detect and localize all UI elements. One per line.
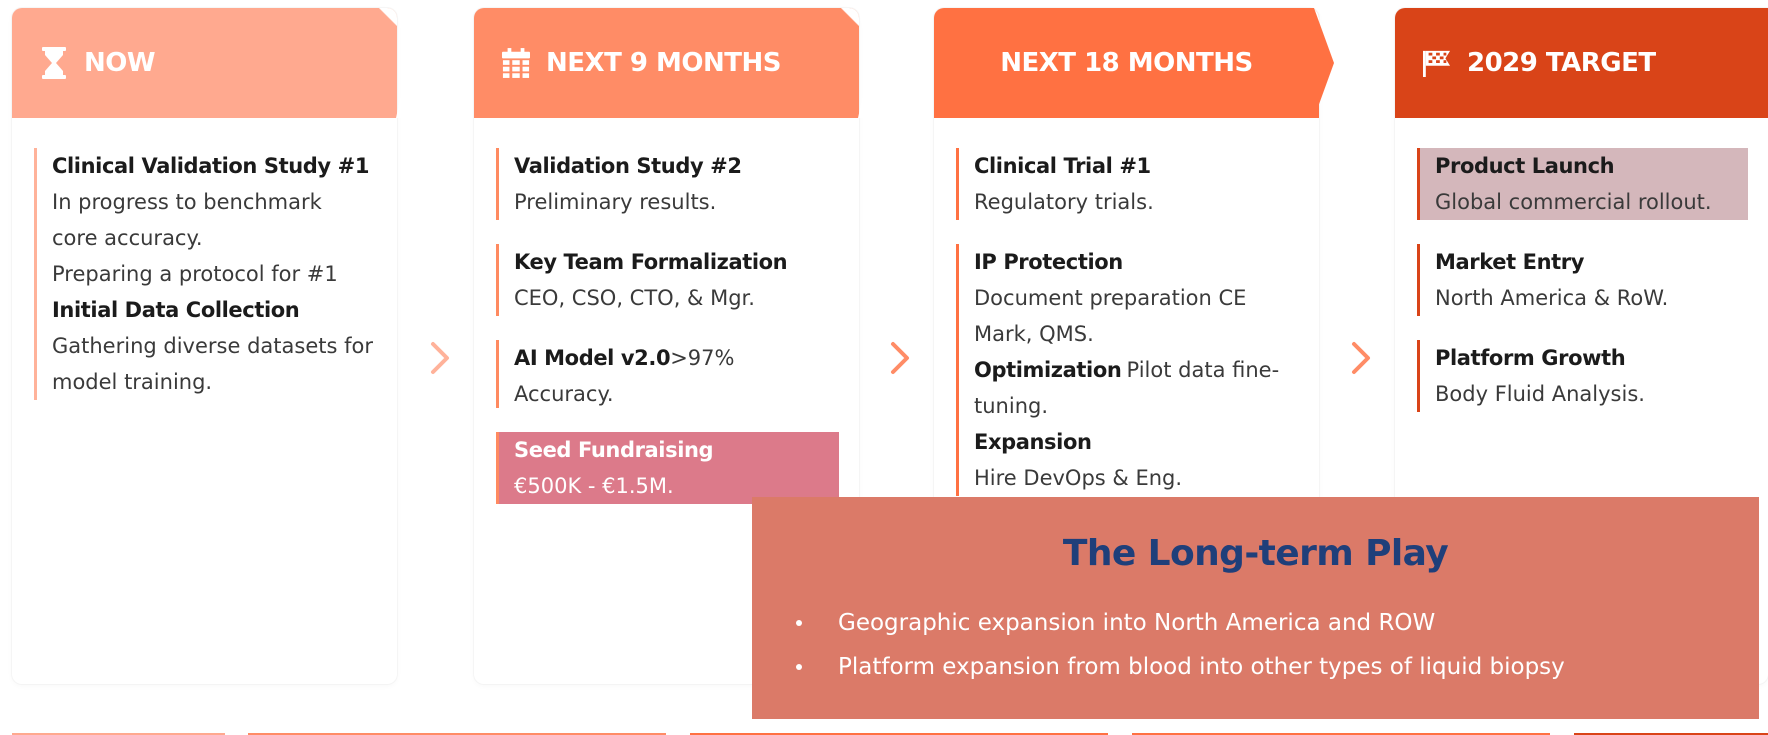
milestone-item: Expansion Hire DevOps & Eng.: [956, 424, 1299, 496]
milestone-item: Clinical Trial #1 Regulatory trials.: [956, 148, 1299, 220]
milestone-text: >97% Accuracy.: [514, 346, 735, 406]
column-header-next-18-months: NEXT 18 MONTHS: [934, 8, 1319, 118]
milestone-title: Optimization: [974, 358, 1122, 382]
milestone-text: Pilot data fine-: [1126, 358, 1280, 382]
milestone-item: Validation Study #2 Preliminary results.: [496, 148, 839, 220]
milestone-text: tuning.: [974, 394, 1049, 418]
long-term-play-box: The Long-term Play Geographic expansion …: [752, 497, 1759, 719]
milestone-text: Mark, QMS.: [974, 322, 1094, 346]
header-corner: [841, 8, 859, 26]
list-item: Geographic expansion into North America …: [796, 601, 1565, 645]
milestone-text: core accuracy.: [52, 226, 203, 250]
long-term-play-title: The Long-term Play: [1062, 533, 1449, 574]
milestone-item: IP Protection Document preparation CE Ma…: [956, 244, 1299, 352]
list-item-text: Platform expansion from blood into other…: [838, 654, 1565, 680]
milestone-title: Seed Fundraising: [514, 438, 714, 462]
milestone-title: IP Protection: [974, 250, 1123, 274]
milestone-text: Document preparation CE: [974, 286, 1247, 310]
header-arrow-notch: [396, 8, 418, 118]
milestone-title: Initial Data Collection: [52, 298, 300, 322]
header-arrow-notch: [858, 8, 880, 118]
bullet-icon: [796, 620, 802, 626]
milestone-item: Market Entry North America & RoW.: [1417, 244, 1748, 316]
list-item: Platform expansion from blood into other…: [796, 645, 1565, 689]
milestone-text: model training.: [52, 370, 213, 394]
milestone-list: Product Launch Global commercial rollout…: [1417, 148, 1748, 436]
chevron-right-icon: [1352, 342, 1370, 374]
milestone-title: AI Model v2.0: [514, 346, 671, 370]
milestone-list: Clinical Validation Study #1 In progress…: [34, 148, 377, 424]
milestone-text: In progress to benchmark: [52, 190, 322, 214]
milestone-text: €500K - €1.5M.: [514, 474, 674, 498]
column-header-2029-target: 2029 TARGET: [1395, 8, 1768, 118]
milestone-item-highlighted: Product Launch Global commercial rollout…: [1417, 148, 1748, 220]
milestone-title: Validation Study #2: [514, 154, 742, 178]
chevron-right-icon: [431, 342, 449, 374]
milestone-item-highlighted: Seed Fundraising €500K - €1.5M.: [496, 432, 839, 504]
milestone-item: Clinical Validation Study #1 In progress…: [34, 148, 377, 292]
bottom-strip: [12, 733, 225, 735]
milestone-item: Optimization Pilot data fine- tuning.: [956, 352, 1299, 424]
milestone-title: Expansion: [974, 430, 1092, 454]
bottom-strip: [1574, 733, 1768, 735]
milestone-title: Market Entry: [1435, 250, 1584, 274]
hourglass-icon: [40, 47, 68, 79]
milestone-text: Hire DevOps & Eng.: [974, 466, 1183, 490]
bottom-strip: [248, 733, 666, 735]
milestone-text: CEO, CSO, CTO, & Mgr.: [514, 286, 755, 310]
milestone-item: AI Model v2.0>97% Accuracy.: [496, 340, 839, 408]
milestone-text: Preliminary results.: [514, 190, 717, 214]
milestone-text: Body Fluid Analysis.: [1435, 382, 1645, 406]
milestone-title: Key Team Formalization: [514, 250, 788, 274]
bullet-icon: [796, 664, 802, 670]
column-header-next-9-months: NEXT 9 MONTHS: [474, 8, 859, 118]
list-item-text: Geographic expansion into North America …: [838, 610, 1436, 636]
milestone-text: North America & RoW.: [1435, 286, 1669, 310]
calendar-icon: [502, 48, 530, 78]
milestone-item: Platform Growth Body Fluid Analysis.: [1417, 340, 1748, 412]
milestone-list: Validation Study #2 Preliminary results.…: [496, 148, 839, 528]
column-next-9-months: NEXT 9 MONTHS Validation Study #2 Prelim…: [474, 8, 859, 684]
bottom-strip: [1132, 733, 1550, 735]
chevron-right-icon: [891, 342, 909, 374]
long-term-play-list: Geographic expansion into North America …: [796, 601, 1565, 689]
checkered-flag-icon: [1423, 49, 1451, 77]
milestone-text: Regulatory trials.: [974, 190, 1154, 214]
milestone-text: Global commercial rollout.: [1435, 190, 1712, 214]
milestone-title: Clinical Validation Study #1: [52, 154, 370, 178]
milestone-line: Optimization Pilot data fine-: [974, 352, 1299, 388]
header-arrow: [1300, 8, 1334, 118]
column-now: NOW Clinical Validation Study #1 In prog…: [12, 8, 397, 684]
milestone-item: Key Team Formalization CEO, CSO, CTO, & …: [496, 244, 839, 316]
column-title: NEXT 9 MONTHS: [546, 48, 781, 78]
milestone-title: Product Launch: [1435, 154, 1615, 178]
milestone-text: Preparing a protocol for #1: [52, 262, 338, 286]
header-corner: [379, 8, 397, 26]
milestone-title: Platform Growth: [1435, 346, 1626, 370]
column-title: NEXT 18 MONTHS: [1000, 48, 1253, 78]
column-header-now: NOW: [12, 8, 397, 118]
column-title: NOW: [84, 48, 156, 78]
milestone-list: Clinical Trial #1 Regulatory trials. IP …: [956, 148, 1299, 520]
milestone-title: Clinical Trial #1: [974, 154, 1151, 178]
milestone-text: Gathering diverse datasets for: [52, 334, 373, 358]
column-title: 2029 TARGET: [1467, 48, 1656, 78]
bottom-strip: [690, 733, 1108, 735]
milestone-item: Initial Data Collection Gathering divers…: [34, 292, 377, 400]
